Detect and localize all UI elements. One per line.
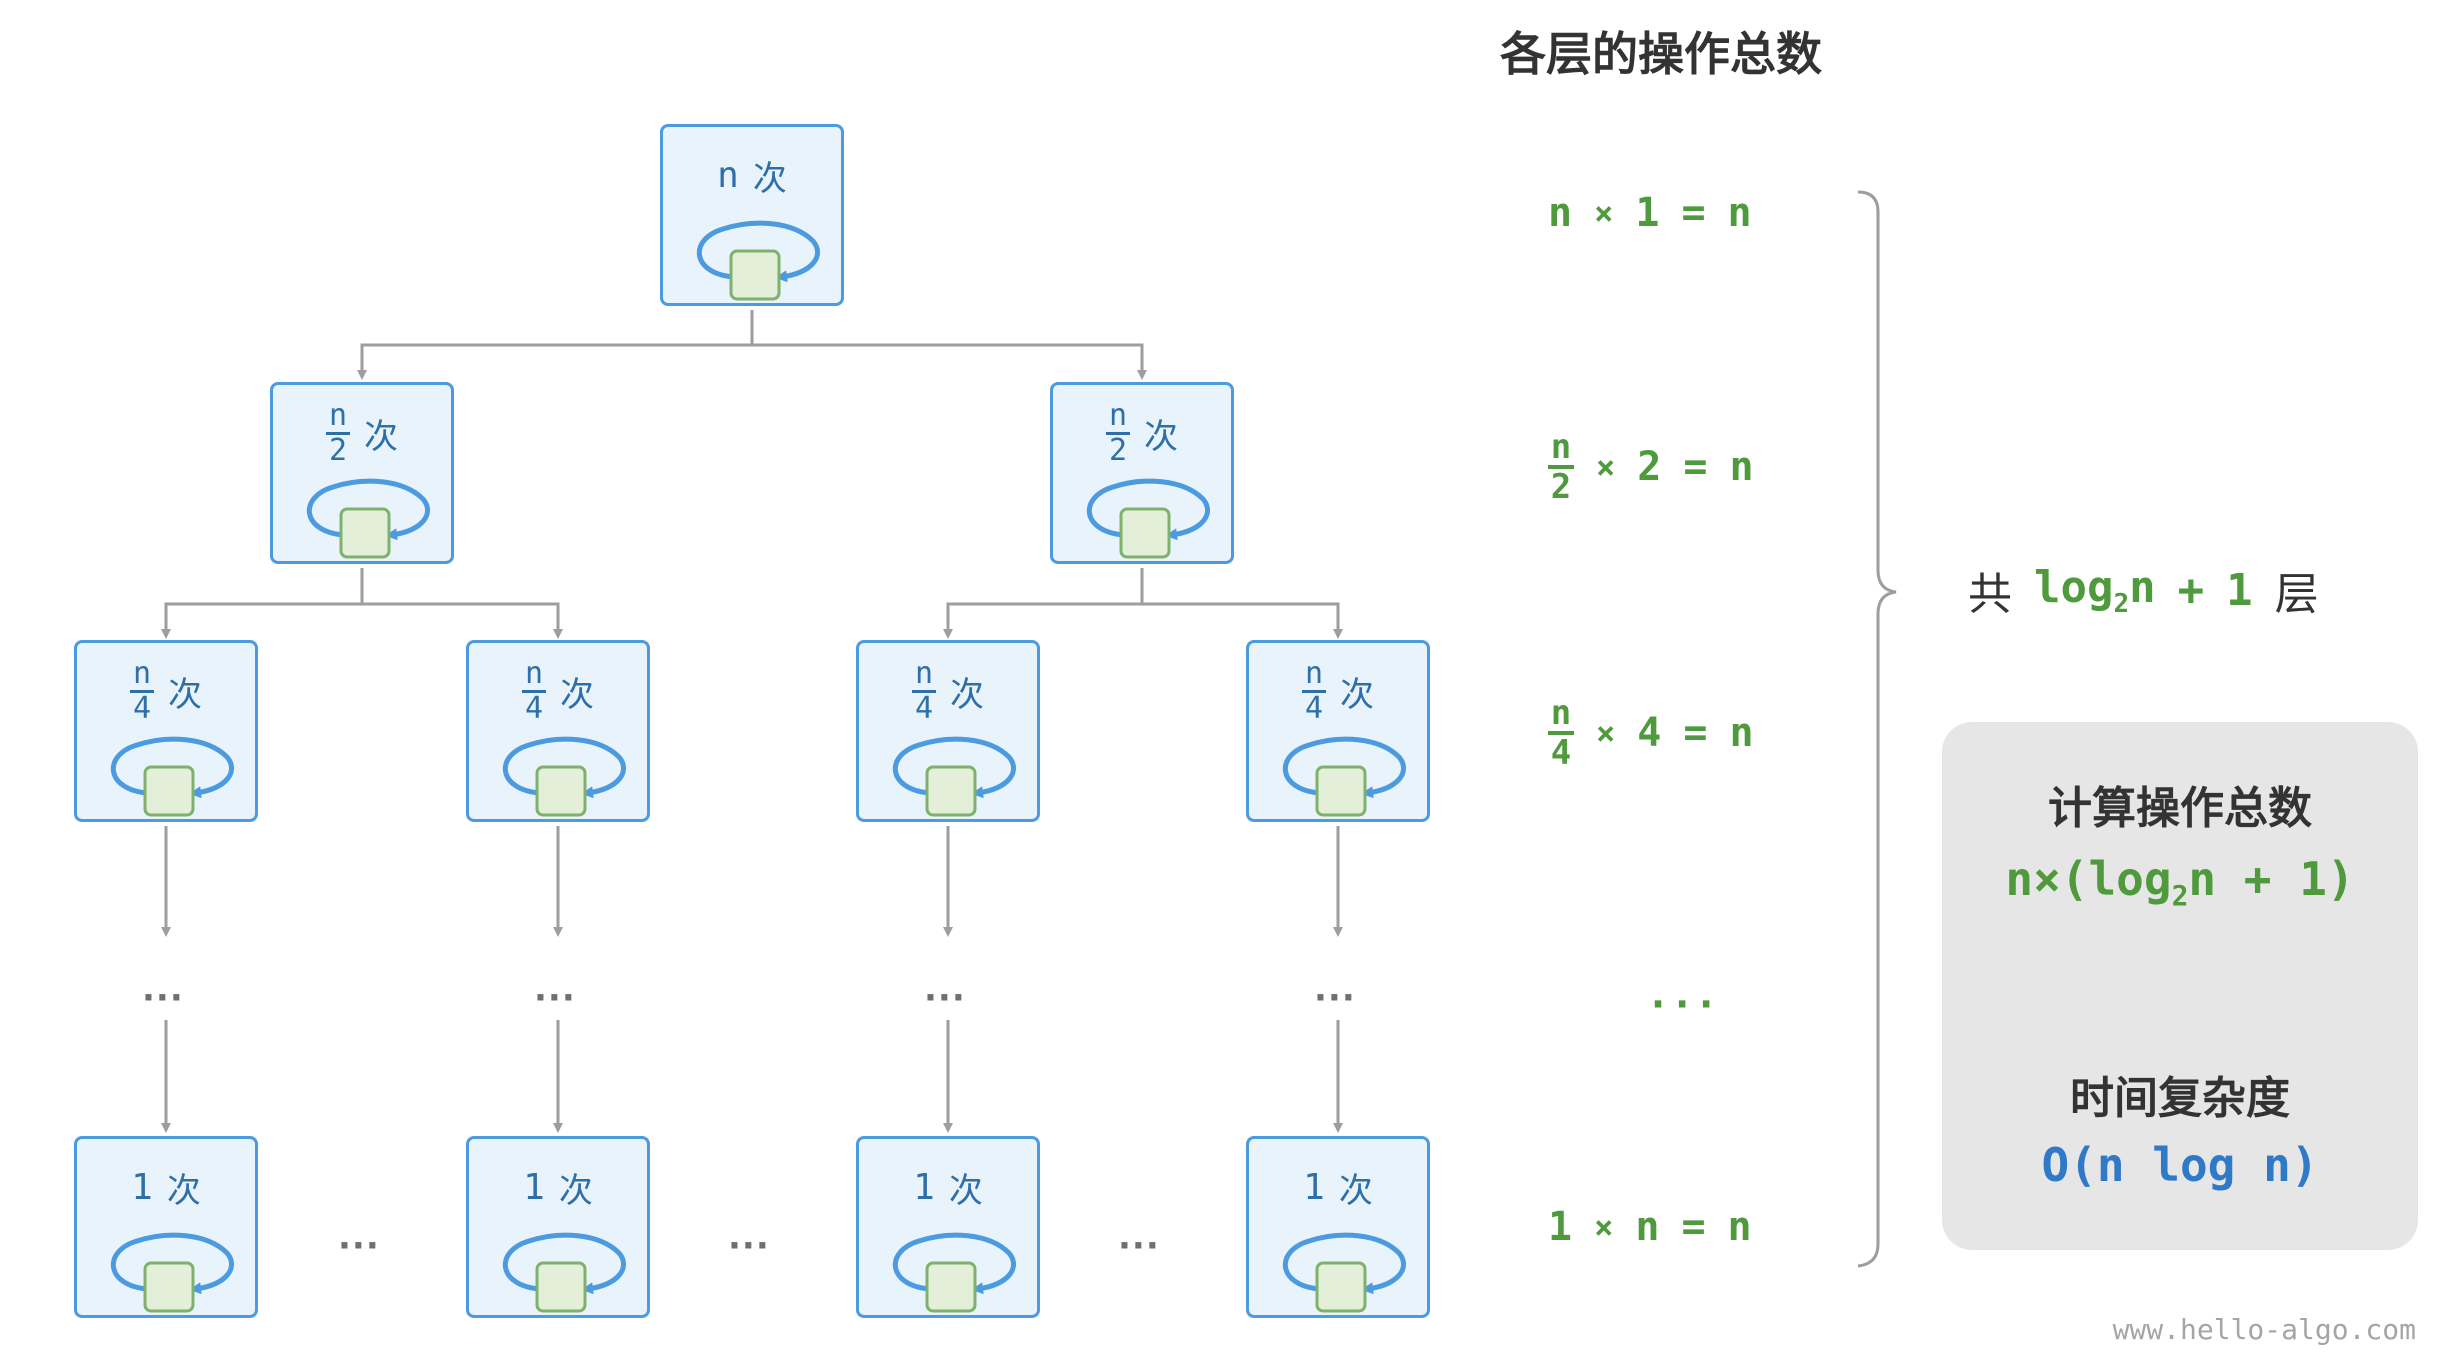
edge-l1b-left xyxy=(943,568,1144,639)
watermark: www.hello-algo.com xyxy=(2112,1313,2416,1346)
operation-square xyxy=(1119,507,1171,559)
times-text: 次 xyxy=(1340,674,1374,715)
times-text: 次 xyxy=(168,674,202,715)
operation-square xyxy=(535,1261,587,1313)
count-text: n xyxy=(717,154,739,196)
count-text: 1 xyxy=(131,1166,153,1208)
times-text: 次 xyxy=(1144,416,1178,457)
equation-ellipsis: ··· xyxy=(1646,982,1719,1028)
operation-square xyxy=(1315,765,1367,817)
loop-icon xyxy=(502,1232,626,1313)
node-label: 1 次 xyxy=(1249,1155,1427,1219)
total-levels-label: 共 log2n + 1 层 xyxy=(1968,561,2319,620)
recursion-leaf-3: 1 次 xyxy=(856,1136,1040,1318)
times-text: 次 xyxy=(1338,1170,1373,1211)
recursion-leaf-1: 1 次 xyxy=(74,1136,258,1318)
time-complexity-title: 时间复杂度 xyxy=(2070,1073,2290,1124)
summary-panel: 计算操作总数 n×(log2n + 1) 时间复杂度 O(n log n) xyxy=(1942,722,2418,1250)
loop-icon xyxy=(892,1232,1016,1313)
operation-square xyxy=(729,249,781,301)
times-text: 次 xyxy=(560,674,594,715)
equation-leaf-level: 1 × n = n xyxy=(1548,1204,1752,1250)
recursion-leaf-4: 1 次 xyxy=(1246,1136,1430,1318)
node-label: 1 次 xyxy=(859,1155,1037,1219)
node-label: 1 次 xyxy=(77,1155,255,1219)
edge-root-left xyxy=(357,310,754,380)
loop-icon xyxy=(1282,1232,1406,1313)
loop-icon xyxy=(110,736,234,817)
ellipsis: ··· xyxy=(924,978,966,1018)
ellipsis: ··· xyxy=(142,978,184,1018)
ellipsis: ··· xyxy=(1314,978,1356,1018)
total-operations-expression: n×(log2n + 1) xyxy=(2005,852,2355,913)
operation-square xyxy=(925,1261,977,1313)
operation-square xyxy=(925,765,977,817)
loop-icon xyxy=(502,736,626,817)
operation-square xyxy=(339,507,391,559)
level-totals-title: 各层的操作总数 xyxy=(1500,27,1822,81)
node-label: n 次 xyxy=(663,143,841,207)
recursion-node-root: n 次 xyxy=(660,124,844,306)
times-text: 次 xyxy=(558,1170,593,1211)
times-text: 次 xyxy=(948,1170,983,1211)
edge-l1a-left xyxy=(161,568,364,639)
count-text: 1 xyxy=(523,1166,545,1208)
node-label: 1 次 xyxy=(469,1155,647,1219)
count-text: 1 xyxy=(1303,1166,1325,1208)
loop-icon xyxy=(1282,736,1406,817)
loop-icon xyxy=(306,478,430,559)
total-operations-title: 计算操作总数 xyxy=(2048,783,2312,834)
loop-icon xyxy=(1086,478,1210,559)
operation-square xyxy=(1315,1261,1367,1313)
curly-brace xyxy=(1857,190,1897,1268)
ellipsis: ··· xyxy=(728,1226,770,1266)
operation-square xyxy=(143,1261,195,1313)
times-text: 次 xyxy=(752,158,787,199)
loop-icon xyxy=(696,220,820,301)
time-complexity-value: O(n log n) xyxy=(2041,1138,2319,1192)
edge-root-right xyxy=(752,343,1147,380)
count-text: 1 xyxy=(913,1166,935,1208)
operation-square xyxy=(535,765,587,817)
equation-level-0: n × 1 = n xyxy=(1548,190,1752,236)
times-text: 次 xyxy=(364,416,398,457)
times-text: 次 xyxy=(950,674,984,715)
operation-square xyxy=(143,765,195,817)
edge-l1b-right xyxy=(1142,602,1343,639)
loop-icon xyxy=(110,1232,234,1313)
ellipsis: ··· xyxy=(338,1226,380,1266)
ellipsis: ··· xyxy=(1118,1226,1160,1266)
recursion-leaf-2: 1 次 xyxy=(466,1136,650,1318)
edge-l1a-right xyxy=(362,602,563,639)
times-text: 次 xyxy=(166,1170,201,1211)
loop-icon xyxy=(892,736,1016,817)
ellipsis: ··· xyxy=(534,978,576,1018)
